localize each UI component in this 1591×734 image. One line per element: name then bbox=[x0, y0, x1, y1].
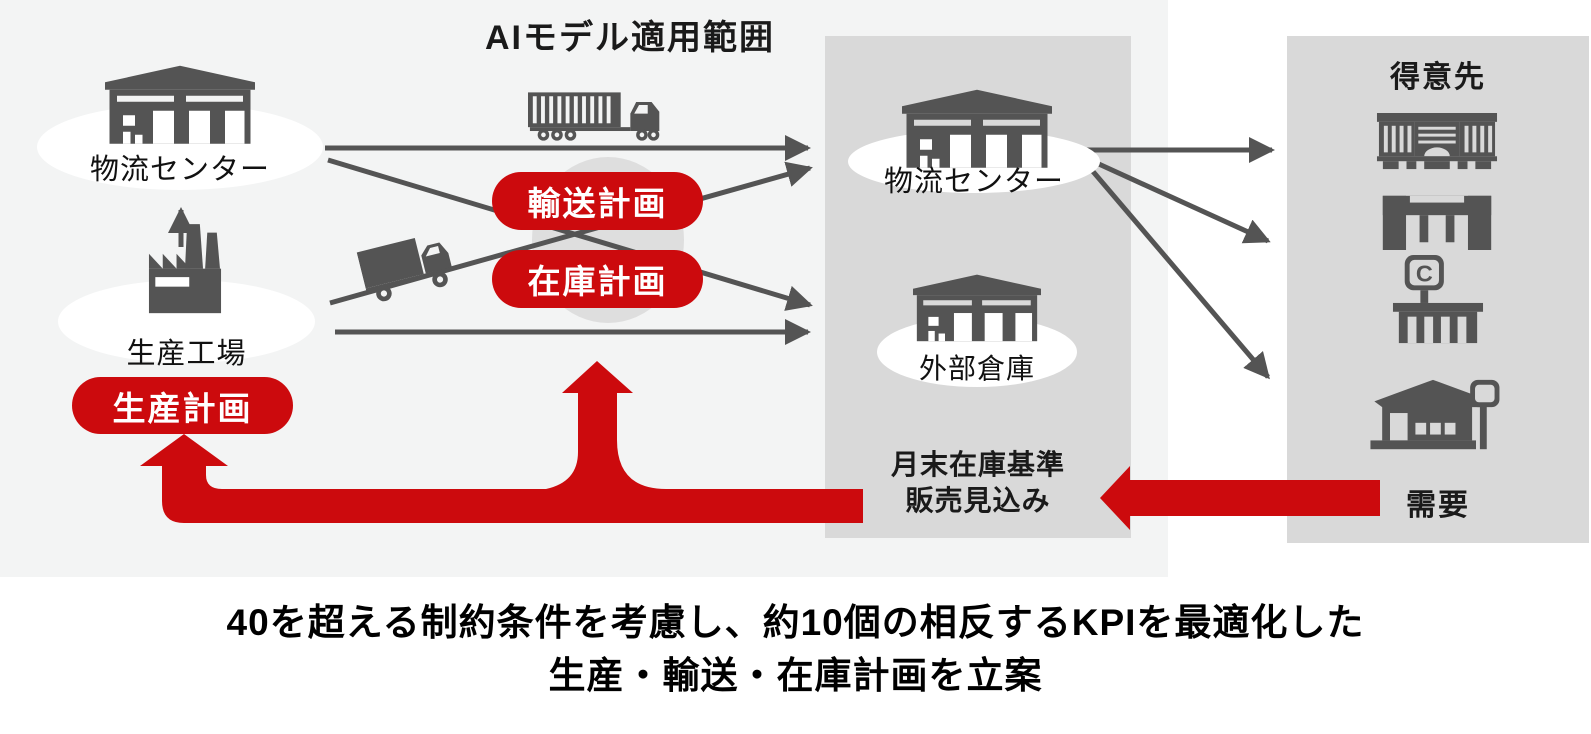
arrow-dcleft-to-extwh bbox=[327, 157, 813, 311]
arrow-dcmid-to-customer2 bbox=[1088, 157, 1271, 244]
feedback-arrow-red bbox=[140, 361, 863, 523]
arrow-dcmid-to-customer3 bbox=[1088, 166, 1270, 380]
demand-arrow-red bbox=[1100, 466, 1380, 530]
